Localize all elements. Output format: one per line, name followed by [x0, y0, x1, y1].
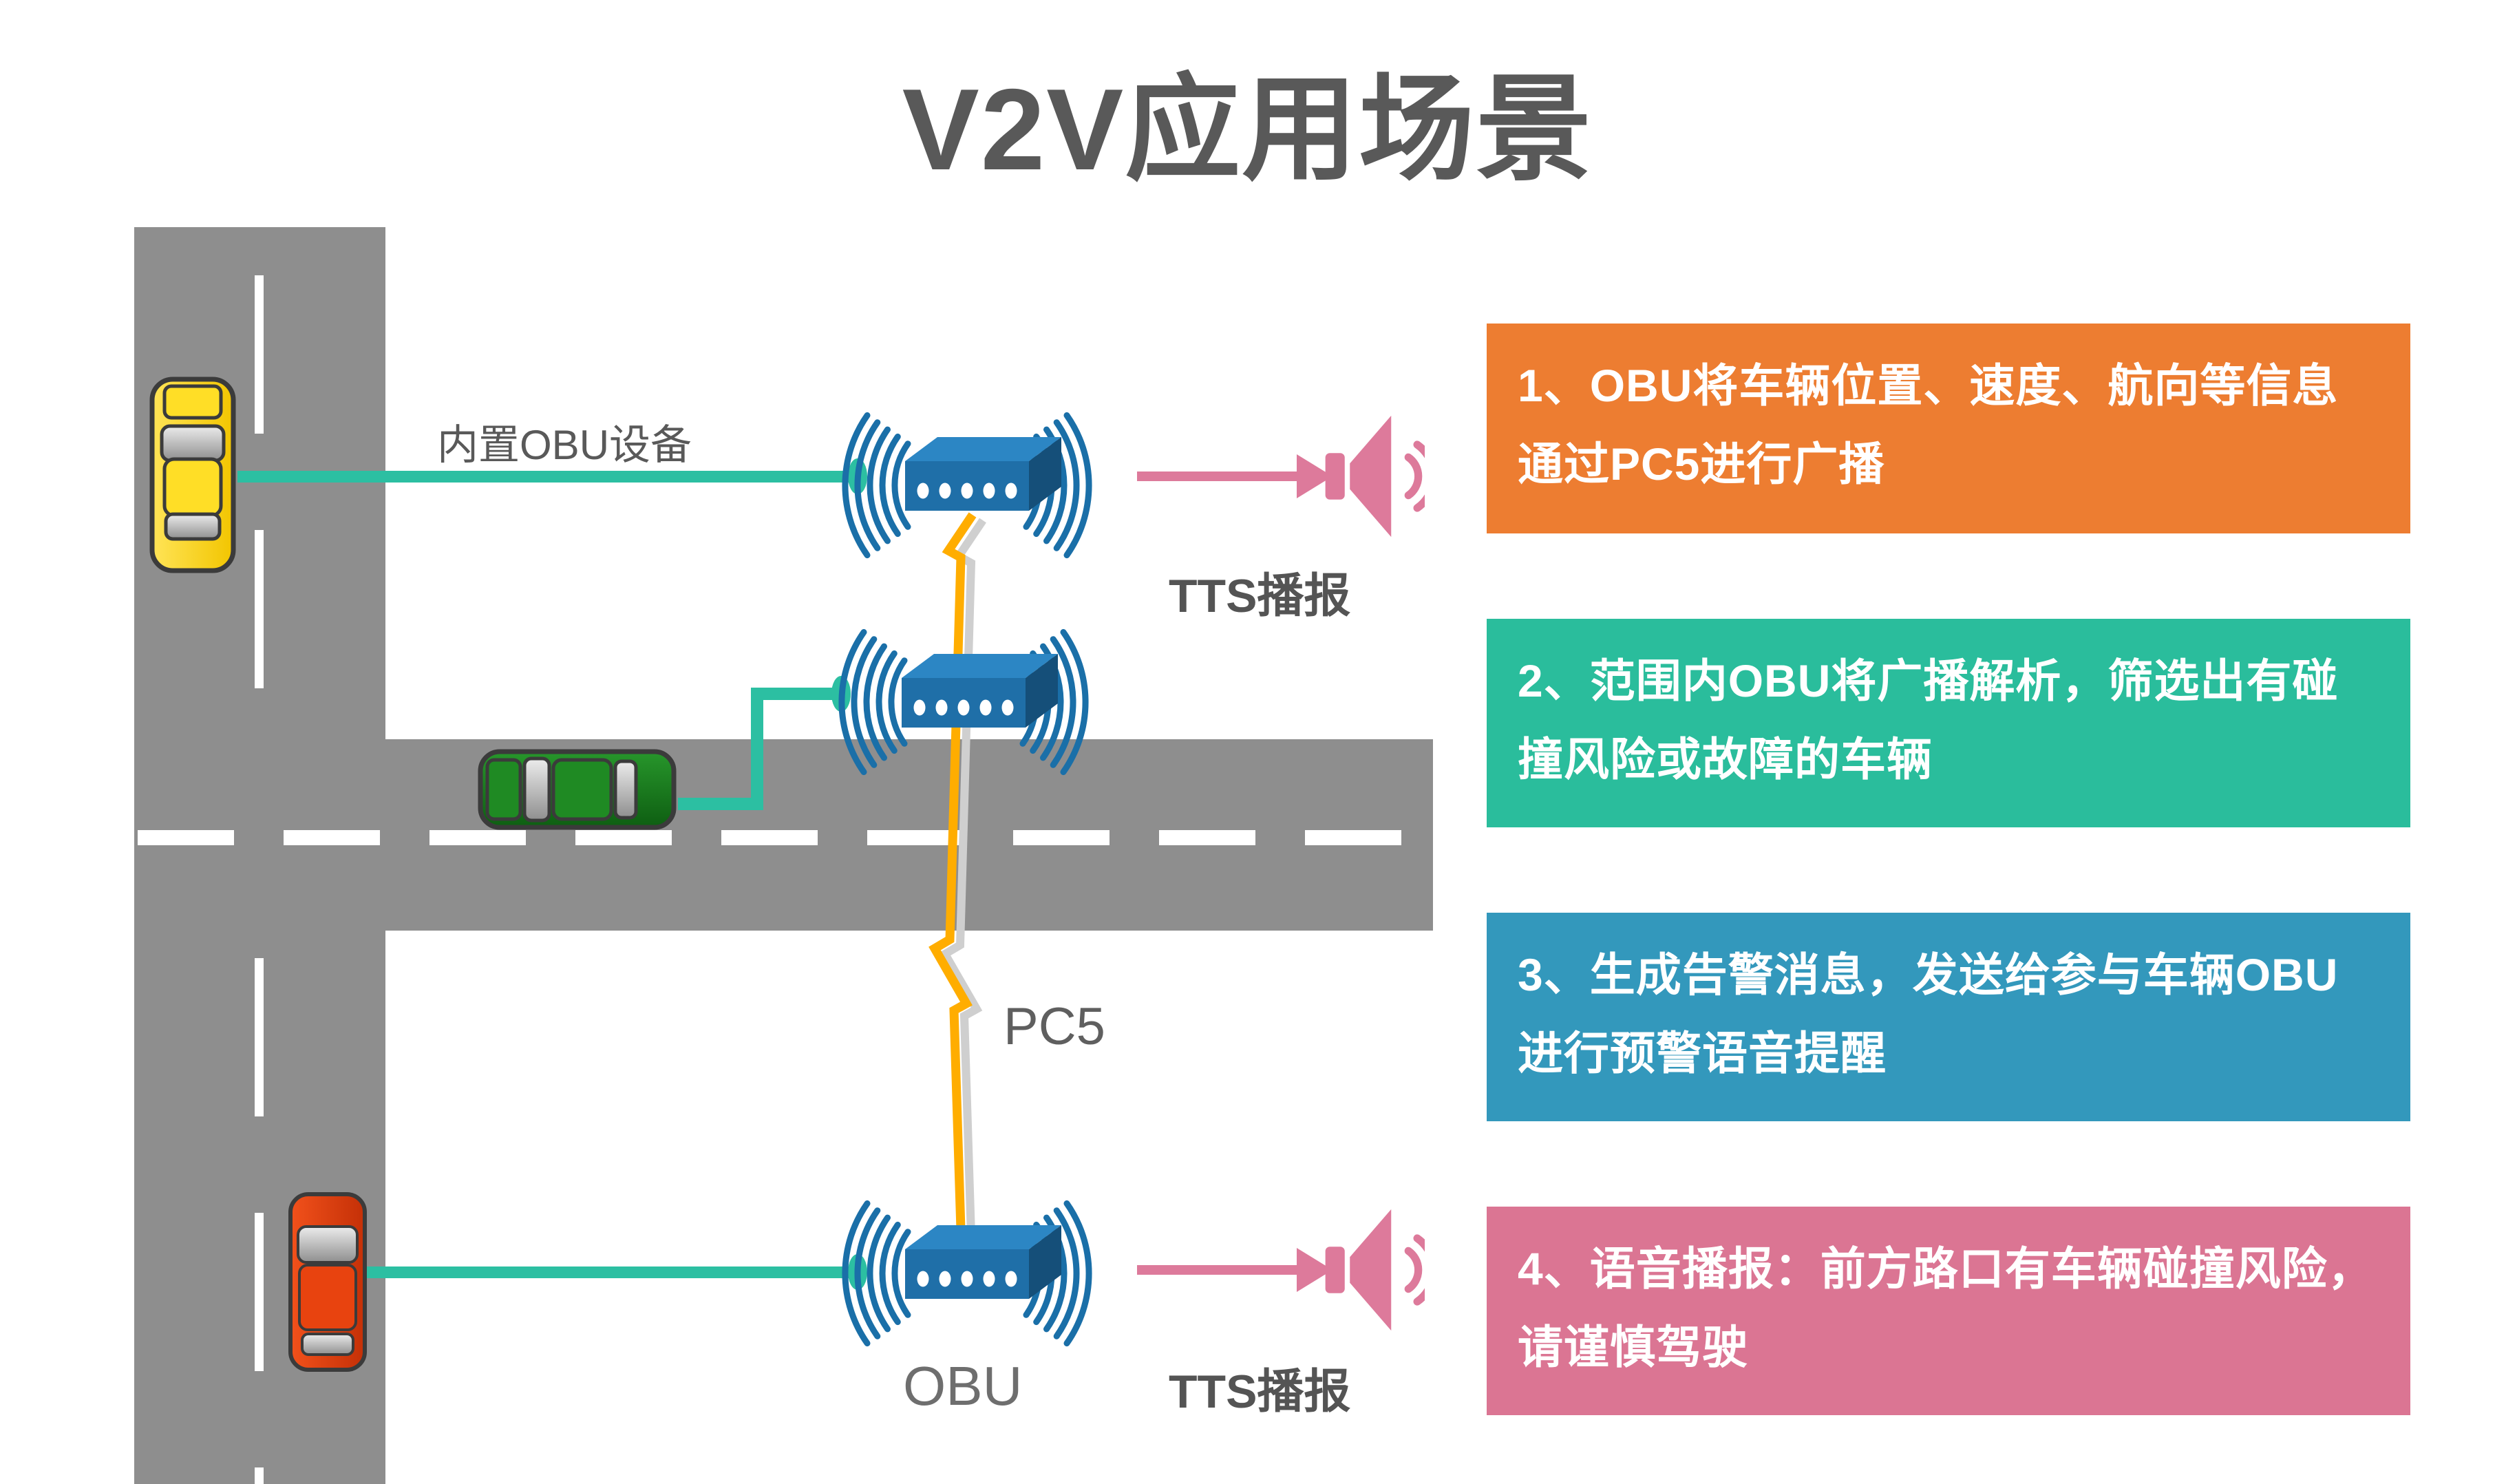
- tts-broadcast-label-top: TTS播报: [1169, 570, 1351, 622]
- step-box-1: 1、OBU将车辆位置、速度、航向等信息通过PC5进行广播: [1487, 324, 2410, 533]
- step-box-2: 2、范围内OBU将广播解析，筛选出有碰撞风险或故障的车辆: [1487, 619, 2410, 827]
- pc5-label: PC5: [1004, 997, 1105, 1056]
- builtin-obu-label: 内置OBU设备: [437, 422, 692, 468]
- obu-label: OBU: [903, 1355, 1023, 1417]
- speaker-icon-top: [1321, 412, 1425, 541]
- lane-divider-horizontal: [138, 830, 1430, 845]
- green-car: [478, 749, 677, 830]
- lane-divider-vertical-bottom: [255, 931, 264, 1484]
- arrow-to-tts-top: [1137, 471, 1297, 481]
- pc5-lightning-bolt-icon: [928, 512, 986, 1258]
- step-box-3: 3、生成告警消息，发送给参与车辆OBU进行预警语音提醒: [1487, 913, 2410, 1121]
- step-box-4: 4、语音播报：前方路口有车辆碰撞风险，请谨慎驾驶: [1487, 1207, 2410, 1415]
- connector-green-car-to-obu: [678, 688, 841, 810]
- lane-divider-vertical-top: [255, 227, 264, 739]
- obu-device-bottom-icon: [819, 1184, 1115, 1363]
- obu-device-top-icon: [819, 396, 1115, 575]
- yellow-car: [149, 377, 236, 573]
- tts-broadcast-label-bottom: TTS播报: [1169, 1366, 1351, 1418]
- arrow-to-tts-bottom: [1137, 1265, 1297, 1275]
- obu-device-middle-icon: [816, 613, 1112, 792]
- connector-yellow-car-to-obu: [237, 471, 857, 483]
- page-title: V2V应用场景: [902, 65, 1593, 194]
- connector-red-car-to-obu: [365, 1266, 856, 1278]
- red-car: [288, 1192, 367, 1372]
- speaker-icon-bottom: [1321, 1205, 1425, 1335]
